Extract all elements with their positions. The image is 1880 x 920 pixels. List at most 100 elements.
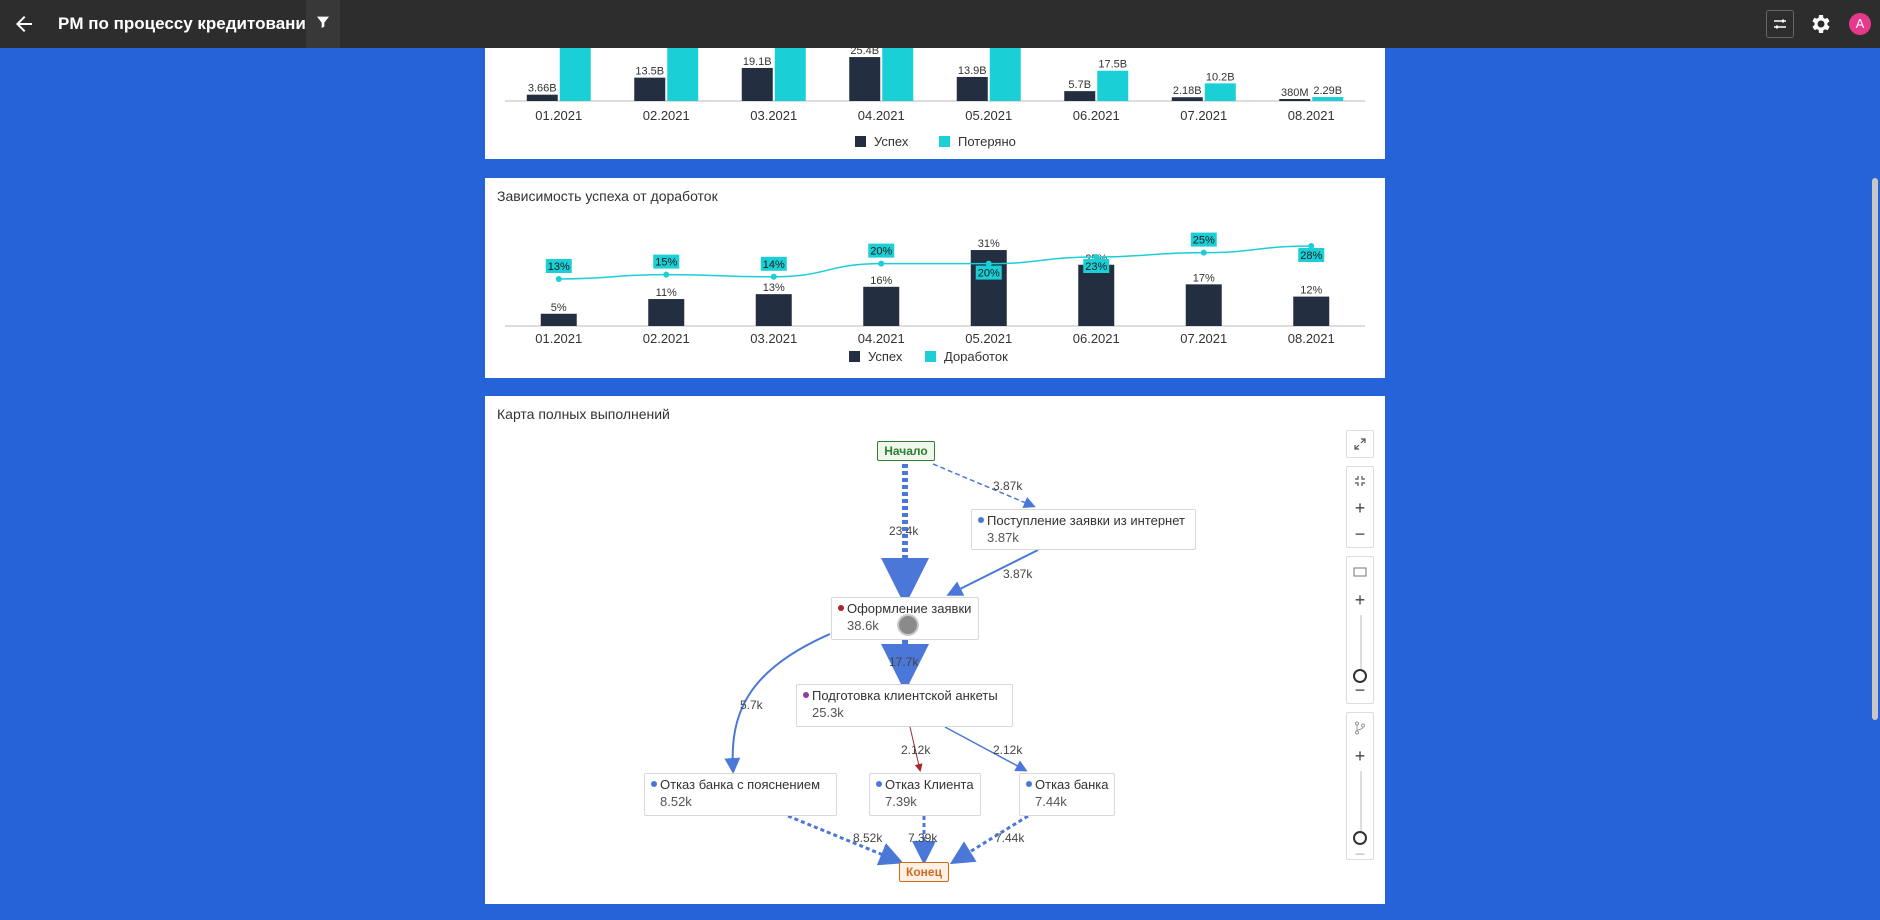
arrow-left-icon[interactable]	[12, 12, 36, 36]
edge-bank-refusal-to-end	[949, 814, 1029, 865]
data-label-rework: 14%	[763, 259, 785, 271]
legend-swatch-lost	[939, 136, 950, 147]
node-status-dot	[838, 605, 844, 611]
fit-view-icon[interactable]	[1347, 468, 1373, 494]
activity-slider-control: + −	[1346, 556, 1374, 704]
bar-lost	[882, 48, 914, 101]
legend-swatch-rework	[925, 351, 936, 362]
edge-internet-to-application	[946, 549, 1039, 596]
data-label-success: 11%	[656, 287, 677, 299]
legend-label-success: Успех	[868, 349, 903, 364]
path-plus-icon[interactable]: +	[1354, 745, 1366, 766]
expand-icon[interactable]	[1347, 431, 1373, 457]
bar-lost	[774, 48, 806, 101]
end-node[interactable]: Конец	[899, 862, 949, 882]
app-title: PM по процессу кредитования	[58, 14, 316, 33]
bar-success	[1171, 97, 1203, 101]
point-rework	[985, 260, 992, 267]
legend-label-success: Успех	[874, 134, 909, 149]
node-bank-refusal-explained[interactable]: Отказ банка с пояснением 8.52k	[644, 773, 837, 816]
activity-slider-knob[interactable]	[1353, 669, 1367, 683]
x-tick-label: 04.2021	[858, 331, 905, 346]
top-bar: PM по процессу кредитования A	[0, 0, 1880, 48]
edge-questionnaire-to-bank-refusal	[944, 726, 1028, 772]
node-bank-refusal[interactable]: Отказ банка 7.44k	[1019, 773, 1115, 816]
edge-label: 23.4k	[889, 524, 919, 538]
path-slider-knob[interactable]	[1353, 831, 1367, 845]
tune-button[interactable]	[1766, 10, 1794, 38]
start-node[interactable]: Начало	[877, 441, 935, 461]
x-tick-label: 05.2021	[965, 331, 1012, 346]
avatar[interactable]: A	[1849, 13, 1871, 35]
edge-label: 2.12k	[993, 743, 1023, 757]
edge-label: 3.87k	[1003, 567, 1033, 581]
data-label-success: 31%	[978, 238, 1000, 250]
fullscreen-control	[1346, 430, 1374, 458]
node-client-refusal[interactable]: Отказ Клиента 7.39k	[869, 773, 981, 816]
data-label-lost: 17.5B	[1098, 59, 1127, 71]
bar-success	[1064, 91, 1096, 101]
scrollbar-thumb[interactable]	[1872, 178, 1878, 720]
rectangle-icon[interactable]	[1347, 559, 1373, 585]
slider-plus-icon[interactable]: +	[1354, 589, 1366, 610]
branch-icon[interactable]	[1347, 715, 1373, 741]
data-label-bg-rework	[760, 256, 787, 271]
point-rework	[1308, 243, 1315, 249]
data-label-lost: 2.29B	[1313, 85, 1342, 97]
process-map-edges	[724, 463, 1039, 866]
process-map-title: Карта полных выполнений	[497, 406, 670, 422]
bar-success	[849, 57, 881, 101]
line-rework	[558, 245, 1312, 280]
chart-rework: 5%01.202111%02.202113%03.202116%04.20213…	[505, 232, 1365, 364]
data-label-lost: 10.2B	[1206, 71, 1235, 83]
legend-swatch-success	[855, 136, 866, 147]
filter-button[interactable]	[306, 0, 340, 48]
x-tick-label: 08.2021	[1288, 108, 1335, 123]
data-label-bg-rework	[1190, 232, 1217, 247]
data-label-success: 16%	[870, 275, 892, 287]
zoom-out-icon[interactable]: −	[1354, 523, 1366, 544]
x-tick-label: 01.2021	[535, 108, 582, 123]
bar-lost	[989, 48, 1021, 101]
node-internet-application[interactable]: Поступление заявки из интернет 3.87k	[971, 509, 1196, 550]
edge-bank-refusal-expl-to-end	[787, 814, 904, 866]
data-label-rework: 20%	[978, 268, 1000, 280]
data-label-success: 5.7B	[1068, 79, 1091, 91]
bar-success	[863, 286, 900, 326]
data-label-rework: 15%	[655, 257, 677, 269]
bar-success	[1293, 296, 1330, 326]
x-tick-label: 01.2021	[535, 331, 582, 346]
node-status-dot	[651, 781, 657, 787]
edge-application-to-bank-refusal-expl	[724, 633, 831, 774]
legend-label-lost: Потеряно	[958, 134, 1016, 149]
node-client-questionnaire[interactable]: Подготовка клиентской анкеты 25.3k	[796, 684, 1013, 727]
x-tick-label: 07.2021	[1180, 331, 1227, 346]
data-label-success: 3.66B	[528, 83, 557, 95]
gear-icon[interactable]	[1808, 12, 1832, 36]
x-tick-label: 08.2021	[1288, 331, 1335, 346]
x-tick-label: 07.2021	[1180, 108, 1227, 123]
data-label-success: 19.1B	[743, 56, 772, 68]
process-map-card: Карта полных выполнений Начало Конец Пос…	[485, 396, 1385, 904]
x-tick-label: 02.2021	[643, 108, 690, 123]
x-tick-label: 03.2021	[750, 331, 797, 346]
data-label-success: 13%	[763, 282, 785, 294]
slider-minus-icon[interactable]: −	[1354, 679, 1366, 700]
zoom-in-icon[interactable]: +	[1354, 497, 1366, 518]
activity-slider-track[interactable]	[1360, 615, 1362, 675]
data-label-rework: 20%	[870, 246, 892, 258]
node-status-dot	[876, 781, 882, 787]
x-tick-label: 05.2021	[965, 108, 1012, 123]
path-slider-track[interactable]	[1360, 771, 1362, 831]
cursor-indicator	[897, 614, 919, 636]
data-label-bg-rework	[1298, 248, 1325, 262]
bar-lost	[667, 48, 699, 101]
x-tick-label: 03.2021	[750, 108, 797, 123]
path-minus-icon[interactable]: −	[1354, 843, 1366, 864]
bar-lost	[1312, 97, 1344, 101]
point-rework	[1093, 254, 1100, 260]
data-label-success: 5%	[551, 302, 567, 314]
bar-success	[755, 294, 792, 326]
edge-questionnaire-to-client-refusal	[909, 726, 923, 772]
node-status-dot	[1026, 781, 1032, 787]
